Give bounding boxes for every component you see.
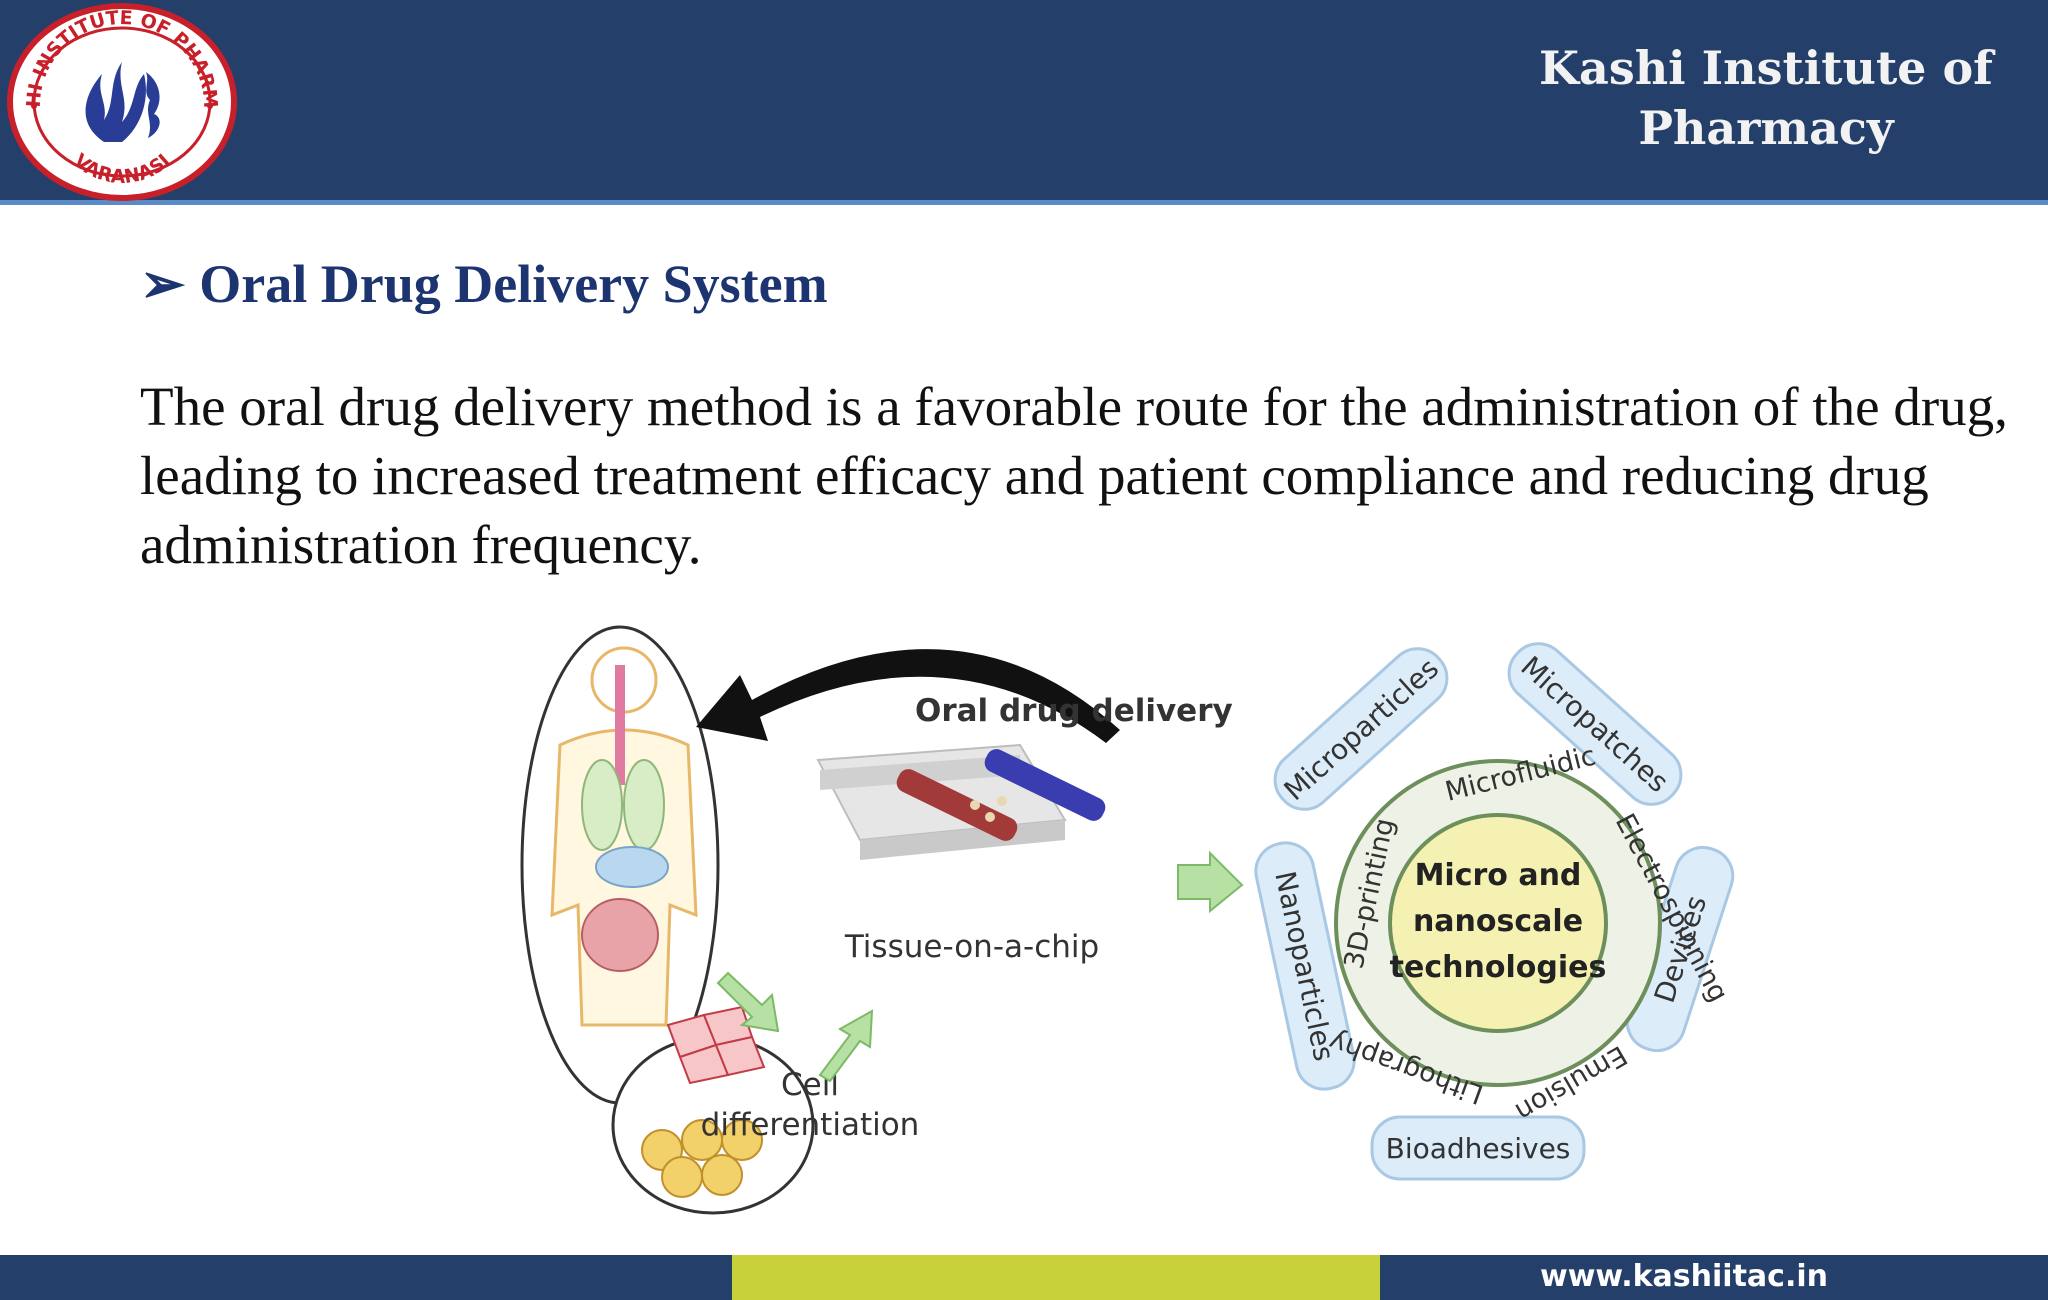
return-arrow-icon — [696, 649, 1120, 743]
heading-text: Oral Drug Delivery System — [199, 254, 828, 314]
tissue-on-chip-illustration — [816, 743, 1106, 860]
footer-middle-band — [732, 1255, 1380, 1300]
institute-name: Kashi Institute of Pharmacy — [1506, 38, 2026, 158]
chip-to-technologies-arrow-icon — [1177, 850, 1244, 914]
slide-footer: www.kashiitac.in — [0, 1255, 2048, 1300]
oral-drug-delivery-diagram: Oral drug delivery Tissue-on-a-chip Cell… — [520, 625, 1735, 1215]
technology-ring: Micro and nanoscale technologies Microfl… — [1325, 741, 1734, 1128]
center-text-1: Micro and — [1415, 858, 1582, 893]
footer-right-band — [1380, 1255, 2048, 1300]
institute-name-line2: Pharmacy — [1638, 101, 1894, 155]
center-text-2: nanoscale — [1413, 904, 1583, 939]
center-text-3: technologies — [1390, 950, 1607, 985]
slide-paragraph: The oral drug delivery method is a favor… — [140, 376, 2008, 575]
label-bioadhesives: Bioadhesives — [1386, 1132, 1571, 1165]
cell-differentiation-illustration — [611, 1005, 815, 1215]
bullet-arrow-icon: ➢ — [140, 254, 186, 314]
slide-heading: ➢Oral Drug Delivery System — [140, 252, 828, 315]
institute-logo: KASHI INSTITUTE OF PHARMACY VARANASI — [4, 2, 237, 201]
footer-left-band — [0, 1255, 732, 1300]
body-to-cells-arrow-icon — [716, 971, 780, 1033]
human-body-illustration — [520, 625, 720, 1105]
label-tissue-on-chip: Tissue-on-a-chip — [844, 929, 1099, 965]
label-oral-drug-delivery: Oral drug delivery — [915, 693, 1233, 729]
cells-to-chip-arrow-icon — [818, 1009, 874, 1083]
label-differentiation: differentiation — [701, 1107, 920, 1143]
slide-header: KASHI INSTITUTE OF PHARMACY VARANASI Kas… — [0, 0, 2048, 205]
flame-emblem-icon — [85, 62, 160, 142]
website-link[interactable]: www.kashiitac.in — [1539, 1259, 1828, 1294]
institute-name-line1: Kashi Institute of — [1539, 41, 1993, 95]
